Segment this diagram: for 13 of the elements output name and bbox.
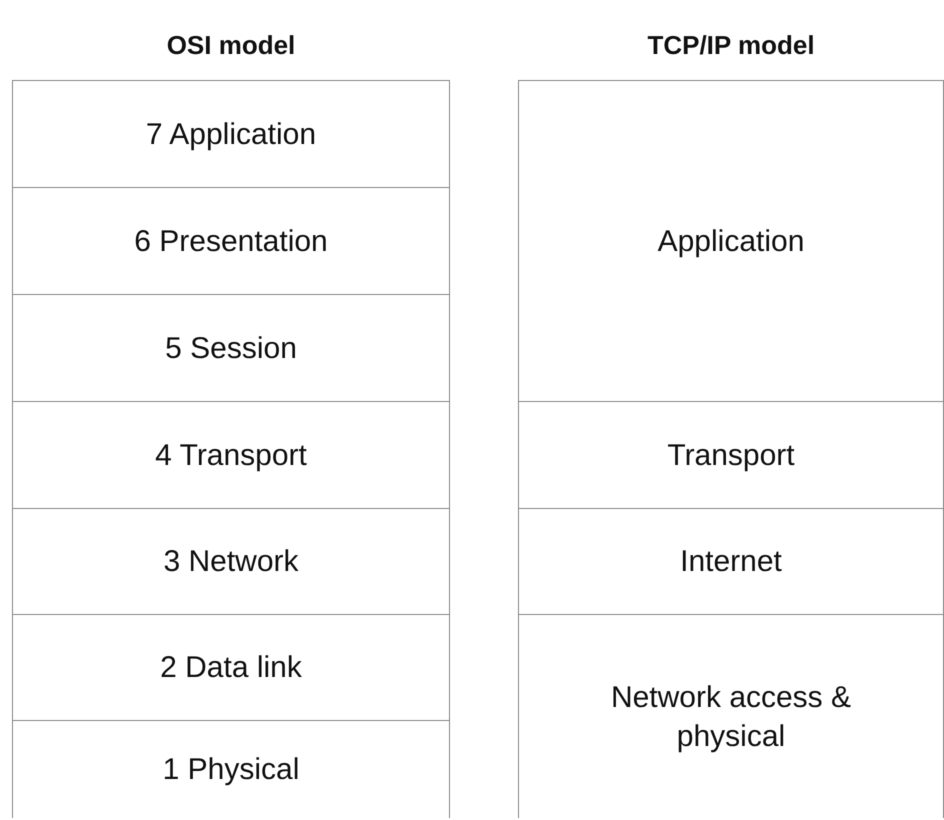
layer-box: 4 Transport [12,401,450,508]
layer-box: 5 Session [12,294,450,401]
layer-box: Transport [518,401,944,508]
layer-box: 2 Data link [12,614,450,720]
layer-box: Internet [518,508,944,614]
layer-box: Application [518,80,944,401]
column-heading: OSI model [166,30,296,61]
column-heading: TCP/IP model [647,30,815,61]
layer-box: 6 Presentation [12,187,450,294]
layer-box: 1 Physical [12,720,450,818]
layer-box: Network access & physical [518,614,944,818]
layer-box: 7 Application [12,80,450,187]
layer-box: 3 Network [12,508,450,614]
